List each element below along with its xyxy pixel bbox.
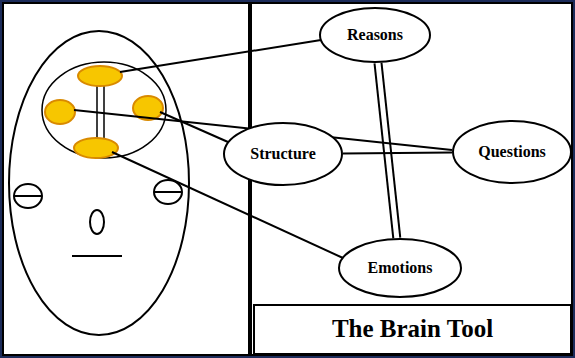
concept-ellipse: Reasons — [319, 7, 431, 63]
ellipse-shape — [224, 123, 342, 185]
title-text: The Brain Tool — [332, 315, 493, 344]
title-box: The Brain Tool — [253, 304, 572, 355]
ellipse-shape — [320, 8, 430, 62]
eye-line — [154, 191, 182, 193]
concept-ellipse: Structure — [223, 122, 343, 186]
brain-part — [74, 138, 118, 158]
brain-part — [45, 100, 75, 124]
connector — [343, 152, 452, 154]
concept-label: Questions — [478, 143, 546, 161]
ellipse-shape — [339, 239, 461, 297]
face-outline — [9, 31, 189, 335]
brain-part — [78, 66, 122, 86]
mouth — [72, 255, 122, 257]
concept-ellipse: Questions — [452, 120, 572, 184]
connector-line — [375, 63, 394, 238]
concept-label: Reasons — [347, 26, 403, 44]
nose — [90, 210, 104, 234]
concept-label: Emotions — [368, 259, 433, 277]
brain-outline — [42, 62, 166, 158]
ellipse-shape — [453, 121, 571, 183]
left-panel — [3, 3, 249, 355]
eye — [14, 184, 42, 208]
eye — [154, 180, 182, 204]
leader-line — [120, 40, 321, 72]
connector — [375, 63, 401, 239]
concept-ellipse: Emotions — [338, 238, 462, 298]
eye-line — [14, 195, 42, 197]
connector-line — [343, 152, 452, 155]
leader-line — [160, 112, 228, 142]
concept-label: Structure — [250, 145, 315, 163]
